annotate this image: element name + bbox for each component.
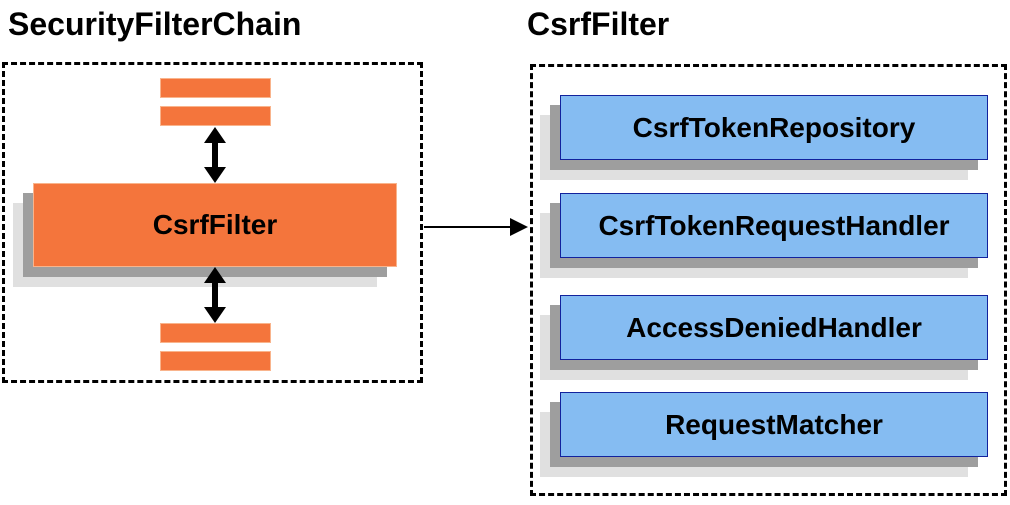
csrf-filter-title: CsrfFilter [527,6,670,42]
component-box-csrf-token-repository: CsrfTokenRepository [560,95,988,160]
component-label: AccessDeniedHandler [626,312,922,343]
arrow-head-down-icon [204,167,226,183]
filter-placeholder-bar [160,323,271,343]
component-box-access-denied-handler: AccessDeniedHandler [560,295,988,360]
arrow-shaft [424,226,512,228]
bidirectional-arrow-top [204,127,226,183]
arrow-head-up-icon [204,267,226,283]
filter-placeholder-bar [160,106,271,126]
filter-placeholder-bar [160,351,271,371]
filter-placeholder-bar [160,78,271,98]
component-label: CsrfTokenRepository [632,112,916,143]
component-box-csrf-token-request-handler: CsrfTokenRequestHandler [560,193,988,258]
component-box-request-matcher: RequestMatcher [560,392,988,457]
arrow-shaft [212,140,218,170]
arrow-shaft [212,280,218,310]
component-label: RequestMatcher [665,409,883,440]
arrow-head-up-icon [204,127,226,143]
arrow-head-down-icon [204,307,226,323]
component-label: CsrfTokenRequestHandler [598,210,950,241]
flow-arrow [424,218,528,236]
security-filter-chain-container: CsrfFilter [2,62,423,383]
bidirectional-arrow-bottom [204,267,226,323]
csrf-filter-node-label: CsrfFilter [152,209,278,240]
arrow-head-right-icon [510,218,528,236]
csrf-filter-node: CsrfFilter [33,183,397,267]
csrf-filter-container: CsrfTokenRepository CsrfTokenRequestHand… [530,64,1007,496]
security-filter-chain-title: SecurityFilterChain [8,6,302,42]
